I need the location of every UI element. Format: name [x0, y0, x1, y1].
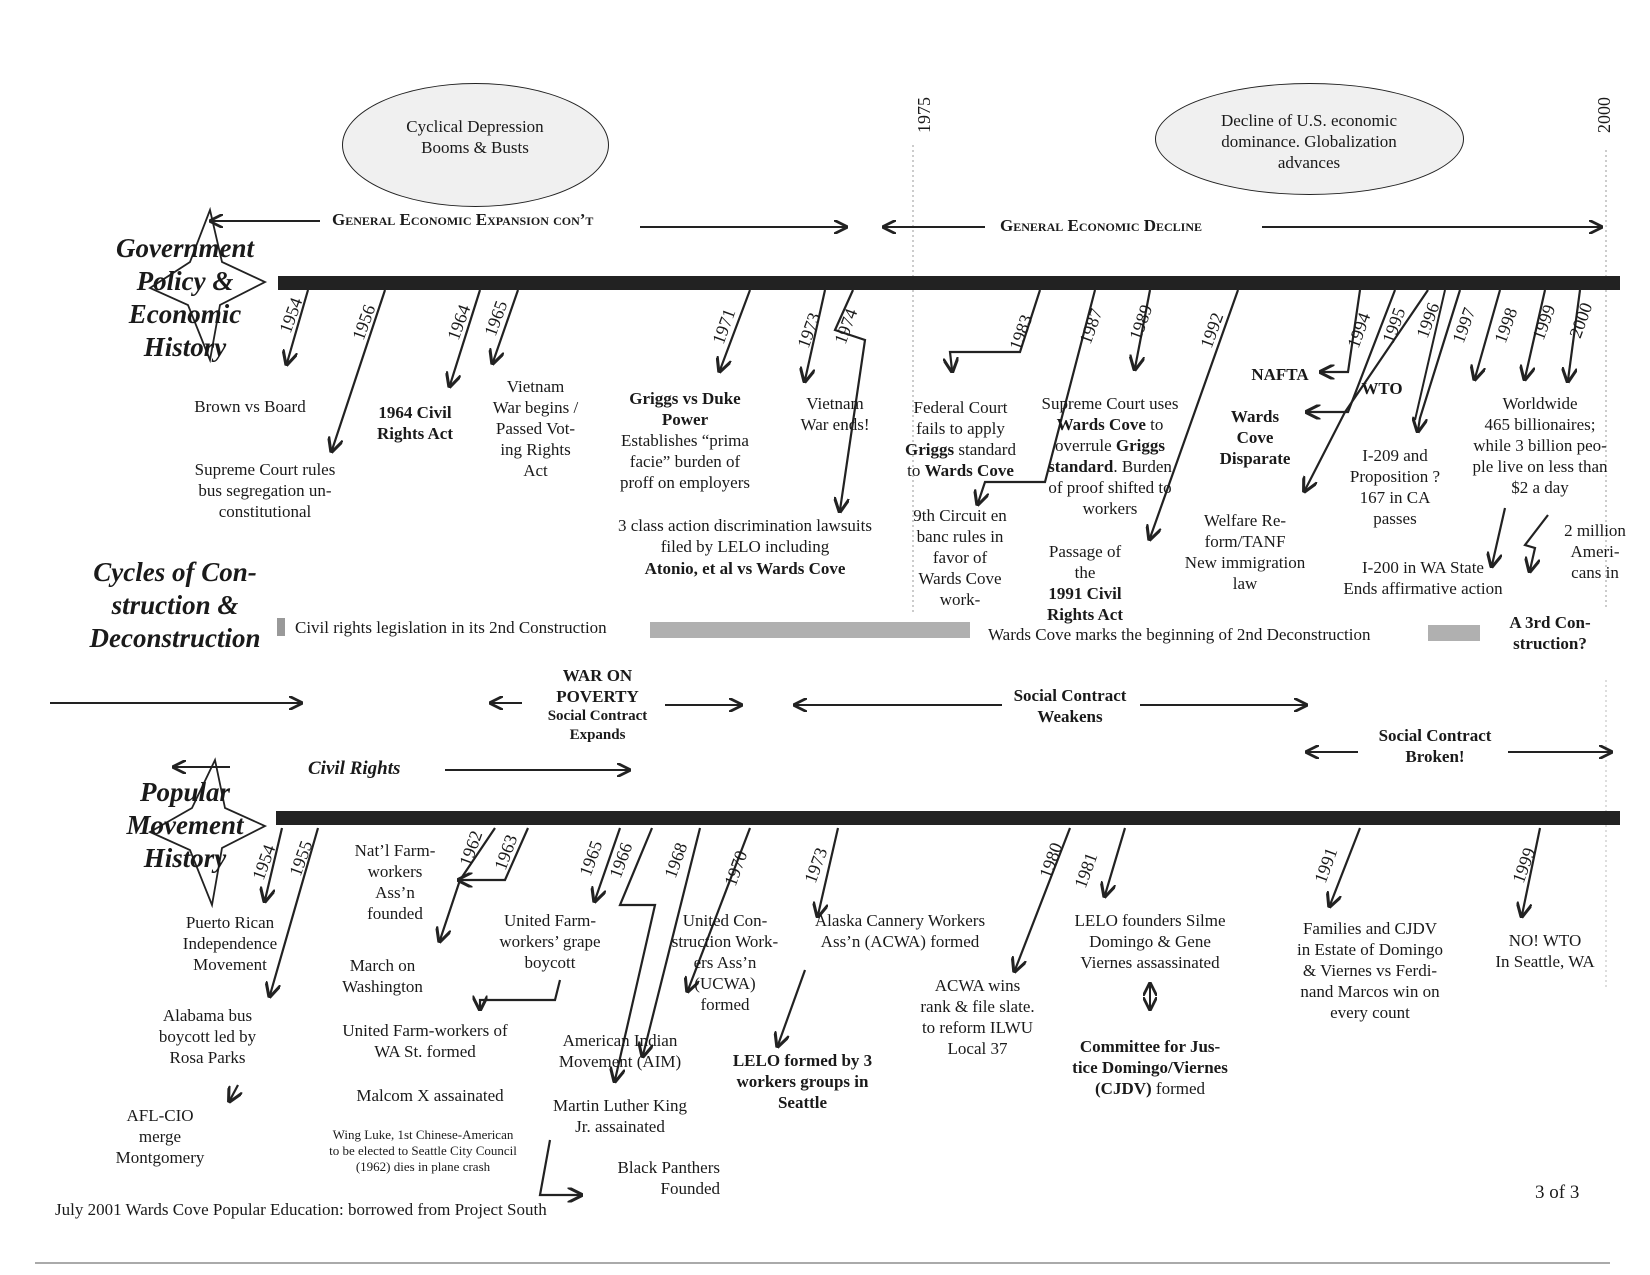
event-bus-segregation: Supreme Court rules bus segregation un- …: [194, 460, 336, 521]
event-assassinated: LELO founders Silme Domingo & Gene Viern…: [1074, 911, 1226, 972]
event-black-panthers: Black Panthers Founded: [617, 1158, 720, 1198]
event-atonio: Atonio, et al vs Wards Cove: [644, 559, 846, 578]
government-star-icon: [148, 206, 268, 364]
event-ufw-wa: United Farm-workers of WA St. formed: [342, 1021, 508, 1061]
section-government: Government Policy & Economic History: [116, 233, 254, 362]
government-year-pointers: [287, 289, 1582, 570]
event-mlk: Martin Luther King Jr. assainated: [552, 1096, 688, 1136]
popular-year-pointers: [230, 827, 1542, 1195]
event-brown: Brown vs Board: [194, 397, 306, 416]
decline-label: General Economic Decline: [1000, 216, 1203, 235]
section-popular: Popular Movement History: [126, 777, 244, 873]
civil-rights-label: Civil Rights: [308, 758, 401, 779]
cycle-bar-start: [277, 618, 285, 636]
event-billionaires: Worldwide 465 billionaires; while 3 bill…: [1472, 394, 1608, 497]
event-aflcio: AFL-CIO merge Montgomery: [115, 1106, 205, 1167]
ellipse-left-text: Cyclical Depression Booms & Busts: [406, 117, 544, 157]
event-families: Families and CJDV in Estate of Domingo &…: [1297, 919, 1443, 1022]
year-2000-label: 2000: [1594, 97, 1614, 133]
event-wards-cove-disparate: Wards Cove Disparate: [1219, 407, 1291, 468]
event-i209: I-209 and Proposition ? 167 in CA passes: [1349, 446, 1441, 528]
event-two-million: 2 million Ameri- cans in: [1564, 521, 1626, 582]
section-cycles: Cycles of Con- struction & Deconstructio…: [89, 557, 261, 653]
footer-source: July 2001 Wards Cove Popular Education: …: [55, 1200, 547, 1219]
ellipse-left: [342, 83, 609, 207]
event-civil-rights-act: 1964 Civil Rights Act: [376, 403, 454, 443]
page-number: 3 of 3: [1535, 1182, 1580, 1203]
event-alabama: Alabama bus boycott led by Rosa Parks: [158, 1006, 257, 1067]
social-contract-expands: Social Contract Expands: [547, 708, 648, 743]
event-aim: American Indian Movement (AIM): [558, 1031, 682, 1071]
event-lawsuits: 3 class action discrimination lawsuits f…: [617, 516, 872, 556]
event-march: March on Washington: [342, 956, 423, 996]
cycle-2nd-construction: Civil rights legislation in its 2nd Cons…: [295, 618, 607, 637]
event-welfare: Welfare Re- form/TANF New immigration la…: [1184, 511, 1306, 593]
popular-star-icon: [148, 757, 268, 909]
event-malcolm: Malcom X assainated: [356, 1086, 504, 1105]
event-nafta: NAFTA: [1251, 365, 1309, 384]
event-acwa-wins: ACWA wins rank & file slate. to reform I…: [920, 976, 1035, 1058]
cycle-2nd-deconstruction: Wards Cove marks the beginning of 2nd De…: [988, 625, 1371, 644]
event-wing-luke: Wing Luke, 1st Chinese-American to be el…: [329, 1127, 517, 1174]
cycle-3rd-construction: A 3rd Con- struction?: [1509, 613, 1591, 653]
popular-timeline-bar: [276, 811, 1620, 825]
cycle-bar-2nd-construction: [650, 622, 970, 638]
government-timeline-bar: [278, 276, 1620, 290]
event-ucwa: United Con- struction Work- ers Ass’n (U…: [671, 911, 779, 1014]
event-no-wto: NO! WTO In Seattle, WA: [1495, 931, 1595, 971]
event-acwa-formed: Alaska Cannery Workers Ass’n (ACWA) form…: [814, 911, 986, 951]
event-griggs-body: Establishes “prima facie” burden of prof…: [620, 431, 750, 492]
ellipse-right-text: Decline of U.S. economic dominance. Glob…: [1220, 111, 1398, 172]
expansion-label: General Economic Expansion con’t: [332, 210, 594, 229]
ellipse-right: [1155, 83, 1464, 195]
war-on-poverty: WAR ON POVERTY: [556, 666, 639, 706]
social-contract-broken: Social Contract Broken!: [1378, 726, 1492, 766]
year-1975-label: 1975: [914, 97, 934, 133]
event-cjdv: Committee for Jus- tice Domingo/Viernes …: [1072, 1037, 1228, 1098]
event-ninth-circuit: 9th Circuit en banc rules in favor of Wa…: [913, 506, 1007, 609]
event-puerto-rican: Puerto Rican Independence Movement: [182, 913, 278, 974]
event-i200: I-200 in WA State Ends affirmative actio…: [1343, 558, 1503, 598]
event-vietnam-begins: Vietnam War begins / Passed Vot- ing Rig…: [492, 377, 579, 480]
event-grape-boycott: United Farm- workers’ grape boycott: [499, 911, 601, 972]
social-contract-weakens: Social Contract Weakens: [1013, 686, 1127, 726]
event-vietnam-ends: Vietnam War ends!: [800, 394, 870, 434]
event-wto: WTO: [1361, 379, 1403, 398]
event-griggs-title: Griggs vs Duke Power: [629, 389, 741, 429]
event-farmworkers-assn: Nat’l Farm- workers Ass’n founded: [354, 841, 436, 923]
cycle-bar-2nd-deconstruction: [1428, 625, 1480, 641]
event-lelo: LELO formed by 3 workers groups in Seatt…: [732, 1051, 873, 1112]
